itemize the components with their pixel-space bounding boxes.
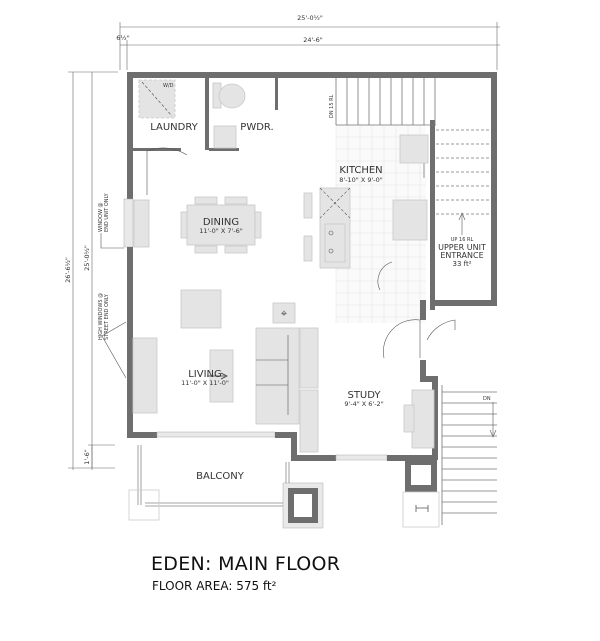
arrow-down-icon [489, 402, 497, 438]
page-title: EDEN: MAIN FLOOR [151, 553, 341, 575]
armchair [180, 289, 222, 329]
fridge [399, 134, 429, 164]
room-dining-size: 11'-0" X 7'-6" [199, 227, 243, 235]
desk [411, 389, 435, 449]
room-kitchen: KITCHEN [339, 165, 382, 176]
dim-balcony-offset: 1'-6" [83, 449, 91, 464]
room-upper-entrance: UPPER UNIT [438, 243, 486, 252]
dim-inner-depth: 25'-0½" [83, 245, 91, 271]
dim-overall-width: 25'-0½" [297, 14, 323, 22]
note-leader [101, 335, 127, 379]
floor-area: FLOOR AREA: 575 ft² [152, 579, 277, 593]
note-high-windows-2: STREET END ONLY [104, 293, 110, 340]
stairs-down-label: DN 15 RL [329, 94, 335, 118]
cooktop [392, 199, 428, 241]
furniture: ⌖ [132, 79, 435, 453]
dining-table [186, 204, 256, 246]
room-powder: PWDR. [240, 122, 273, 133]
slide-arrow-icon [207, 372, 228, 380]
balcony-railing [128, 445, 440, 528]
stairs-up-label: UP 16 RL [451, 237, 474, 243]
room-upper-entrance-area: 33 ft² [452, 260, 471, 268]
room-living: LIVING [188, 369, 222, 380]
tv-console [132, 337, 158, 414]
note-high-windows: HIGH WINDOWS @ [98, 293, 104, 340]
dim-overall-depth: 26'-6½" [64, 257, 72, 283]
note-window-end-unit: WINDOW @ [98, 203, 104, 232]
dimension-lines [68, 22, 500, 470]
dim-inner-width: 24'-6" [303, 36, 323, 44]
room-dining: DINING [203, 217, 239, 228]
washer-dryer-label: W/D [163, 83, 174, 89]
arrow-up-icon [458, 212, 466, 235]
room-upper-entrance-2: ENTRANCE [440, 251, 483, 260]
stairs-upper [436, 129, 491, 215]
room-study: STUDY [347, 390, 381, 401]
room-study-size: 9'-4" X 6'-2" [344, 400, 383, 408]
lamp-icon: ⌖ [281, 307, 287, 320]
sofa [255, 327, 300, 425]
room-laundry: LAUNDRY [150, 122, 198, 133]
room-balcony: BALCONY [196, 471, 245, 482]
room-kitchen-size: 8'-10" X 9'-0" [339, 176, 383, 184]
note-window-end-unit-2: END UNIT ONLY [104, 192, 110, 232]
toilet [218, 83, 246, 109]
room-living-size: 11'-0" X 11'-0" [181, 379, 229, 387]
walls [123, 72, 497, 529]
sink [213, 125, 237, 149]
note-leader [101, 321, 127, 337]
note-leader [100, 233, 124, 249]
stairs-exterior [441, 385, 497, 525]
stairs-exterior-label: DN [483, 396, 491, 402]
dim-offset: 6½" [116, 34, 129, 42]
stairs-down-main [335, 78, 436, 126]
